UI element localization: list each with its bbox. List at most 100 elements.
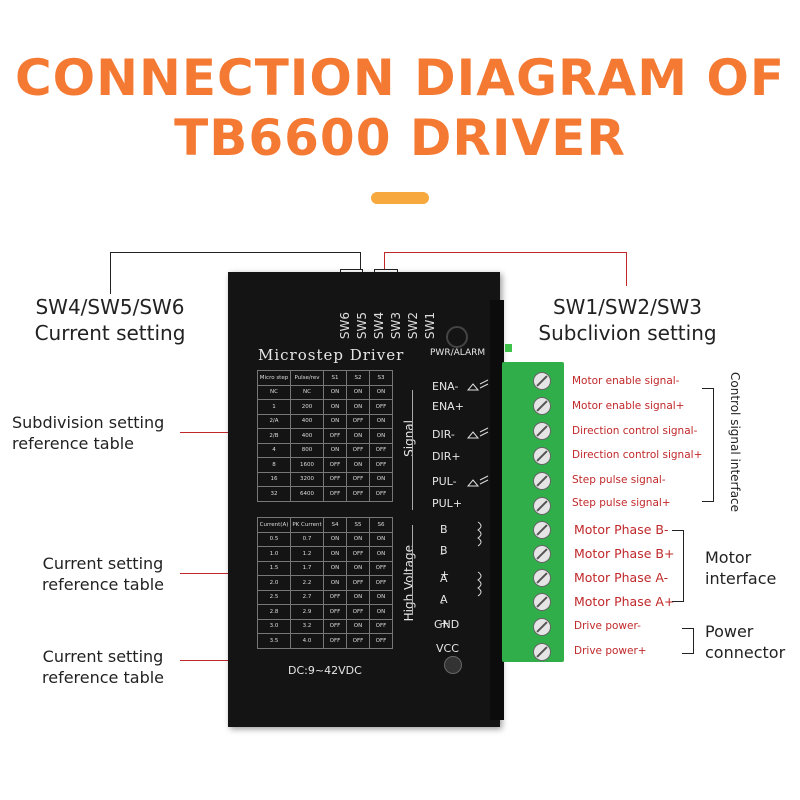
table-cell: 0.7: [290, 531, 324, 547]
table-cell: OFF: [369, 486, 393, 502]
terminal-screw[interactable]: [533, 521, 551, 539]
terminal-label: Direction control signal-: [572, 425, 698, 437]
table-cell: 2.2: [290, 575, 324, 591]
table-cell: OFF: [346, 575, 370, 591]
terminal-label: Direction control signal+: [572, 449, 703, 461]
table-cell: OFF: [369, 560, 393, 576]
table-cell: 1.2: [290, 546, 324, 562]
driver-name: Microstep Driver: [258, 346, 405, 364]
pin-dir-minus: DIR-: [432, 428, 455, 441]
terminal-screw[interactable]: [533, 397, 551, 415]
table-cell: ON: [323, 442, 347, 458]
power-line-2: connector: [705, 643, 786, 662]
power-line-1: Power: [705, 622, 754, 641]
bracket: [713, 388, 714, 502]
table-cell: 2.0: [257, 575, 291, 591]
optocoupler-icons: [466, 379, 489, 487]
mounting-screw: [444, 656, 462, 674]
table-cell: ON: [323, 413, 347, 429]
pin-ena-plus: ENA+: [432, 400, 464, 413]
table-cell: ON: [346, 560, 370, 576]
terminal-label: Motor Phase A+: [574, 594, 675, 609]
terminal-block: [502, 362, 564, 662]
sw456-line-1: SW4/SW5/SW6: [35, 295, 185, 319]
callout-line: [180, 573, 238, 574]
table-cell: 1.0: [257, 546, 291, 562]
table-cell: NC: [257, 384, 291, 400]
table-cell: 3200: [290, 471, 324, 487]
terminal-screw[interactable]: [533, 447, 551, 465]
table-header: S6: [369, 517, 393, 533]
table-cell: OFF: [346, 471, 370, 487]
sw123-line-1: SW1/SW2/SW3: [552, 295, 703, 319]
table-cell: ON: [323, 560, 347, 576]
terminal-screw[interactable]: [533, 593, 551, 611]
table-cell: OFF: [323, 428, 347, 444]
callout-line: [180, 432, 238, 433]
table-cell: ON: [346, 399, 370, 415]
dc-voltage-label: DC:9~42VDC: [288, 664, 362, 677]
table-cell: OFF: [369, 633, 393, 649]
terminal-screw[interactable]: [533, 643, 551, 661]
table-cell: ON: [346, 457, 370, 473]
table-cell: 3.2: [290, 618, 324, 634]
callout-line: [360, 252, 361, 270]
table-cell: 2.8: [257, 604, 291, 620]
callout-line: [384, 252, 385, 270]
terminal-label: Drive power+: [574, 645, 647, 657]
bracket: [683, 530, 684, 602]
table-cell: ON: [323, 575, 347, 591]
table-cell: ON: [323, 531, 347, 547]
bracket: [682, 628, 694, 629]
table-cell: OFF: [323, 457, 347, 473]
callout-line: [626, 252, 627, 286]
subdivision-table-callout: Subdivision setting reference table: [12, 412, 164, 454]
table-cell: OFF: [323, 633, 347, 649]
sw3-label: SW3: [389, 312, 403, 340]
terminal-label: Step pulse signal-: [572, 474, 666, 486]
table-cell: ON: [369, 531, 393, 547]
sw1-label: SW1: [423, 312, 437, 340]
table-cell: 1.7: [290, 560, 324, 576]
table-cell: OFF: [369, 442, 393, 458]
terminal-screw[interactable]: [533, 472, 551, 490]
terminal-screw[interactable]: [533, 372, 551, 390]
table-cell: OFF: [346, 486, 370, 502]
pin-pul-plus: PUL+: [432, 497, 463, 510]
terminal-screw[interactable]: [533, 422, 551, 440]
terminal-label: Motor Phase B-: [574, 522, 669, 537]
sw6-label: SW6: [338, 312, 352, 340]
callout-line: [374, 269, 398, 270]
table-cell: 2/A: [257, 413, 291, 429]
table-cell: ON: [323, 399, 347, 415]
table-cell: ON: [346, 384, 370, 400]
bracket: [702, 501, 714, 502]
terminal-screw[interactable]: [533, 618, 551, 636]
terminal-screw[interactable]: [533, 497, 551, 515]
current-table-callout-2: Current setting reference table: [42, 646, 164, 688]
table-cell: ON: [323, 546, 347, 562]
table-cell: OFF: [323, 471, 347, 487]
table-cell: 2.9: [290, 604, 324, 620]
pwr-alarm-label: PWR/ALARM: [430, 348, 486, 358]
table-cell: 2.7: [290, 589, 324, 605]
dip-switch-labels: SW6 SW5 SW4 SW3 SW2 SW1: [338, 312, 437, 339]
table-cell: 1600: [290, 457, 324, 473]
table-header: S5: [346, 517, 370, 533]
table-cell: 2.5: [257, 589, 291, 605]
pin-b-minus: B -: [440, 523, 448, 560]
terminal-label: Motor enable signal-: [572, 375, 680, 387]
subdivision-line-1: Subdivision setting: [12, 413, 165, 432]
terminal-screw[interactable]: [533, 569, 551, 587]
table-cell: ON: [346, 428, 370, 444]
table-cell: 1: [257, 399, 291, 415]
terminal-screw[interactable]: [533, 545, 551, 563]
sw456-callout: SW4/SW5/SW6 Current setting: [20, 294, 200, 346]
bracket: [693, 628, 694, 654]
